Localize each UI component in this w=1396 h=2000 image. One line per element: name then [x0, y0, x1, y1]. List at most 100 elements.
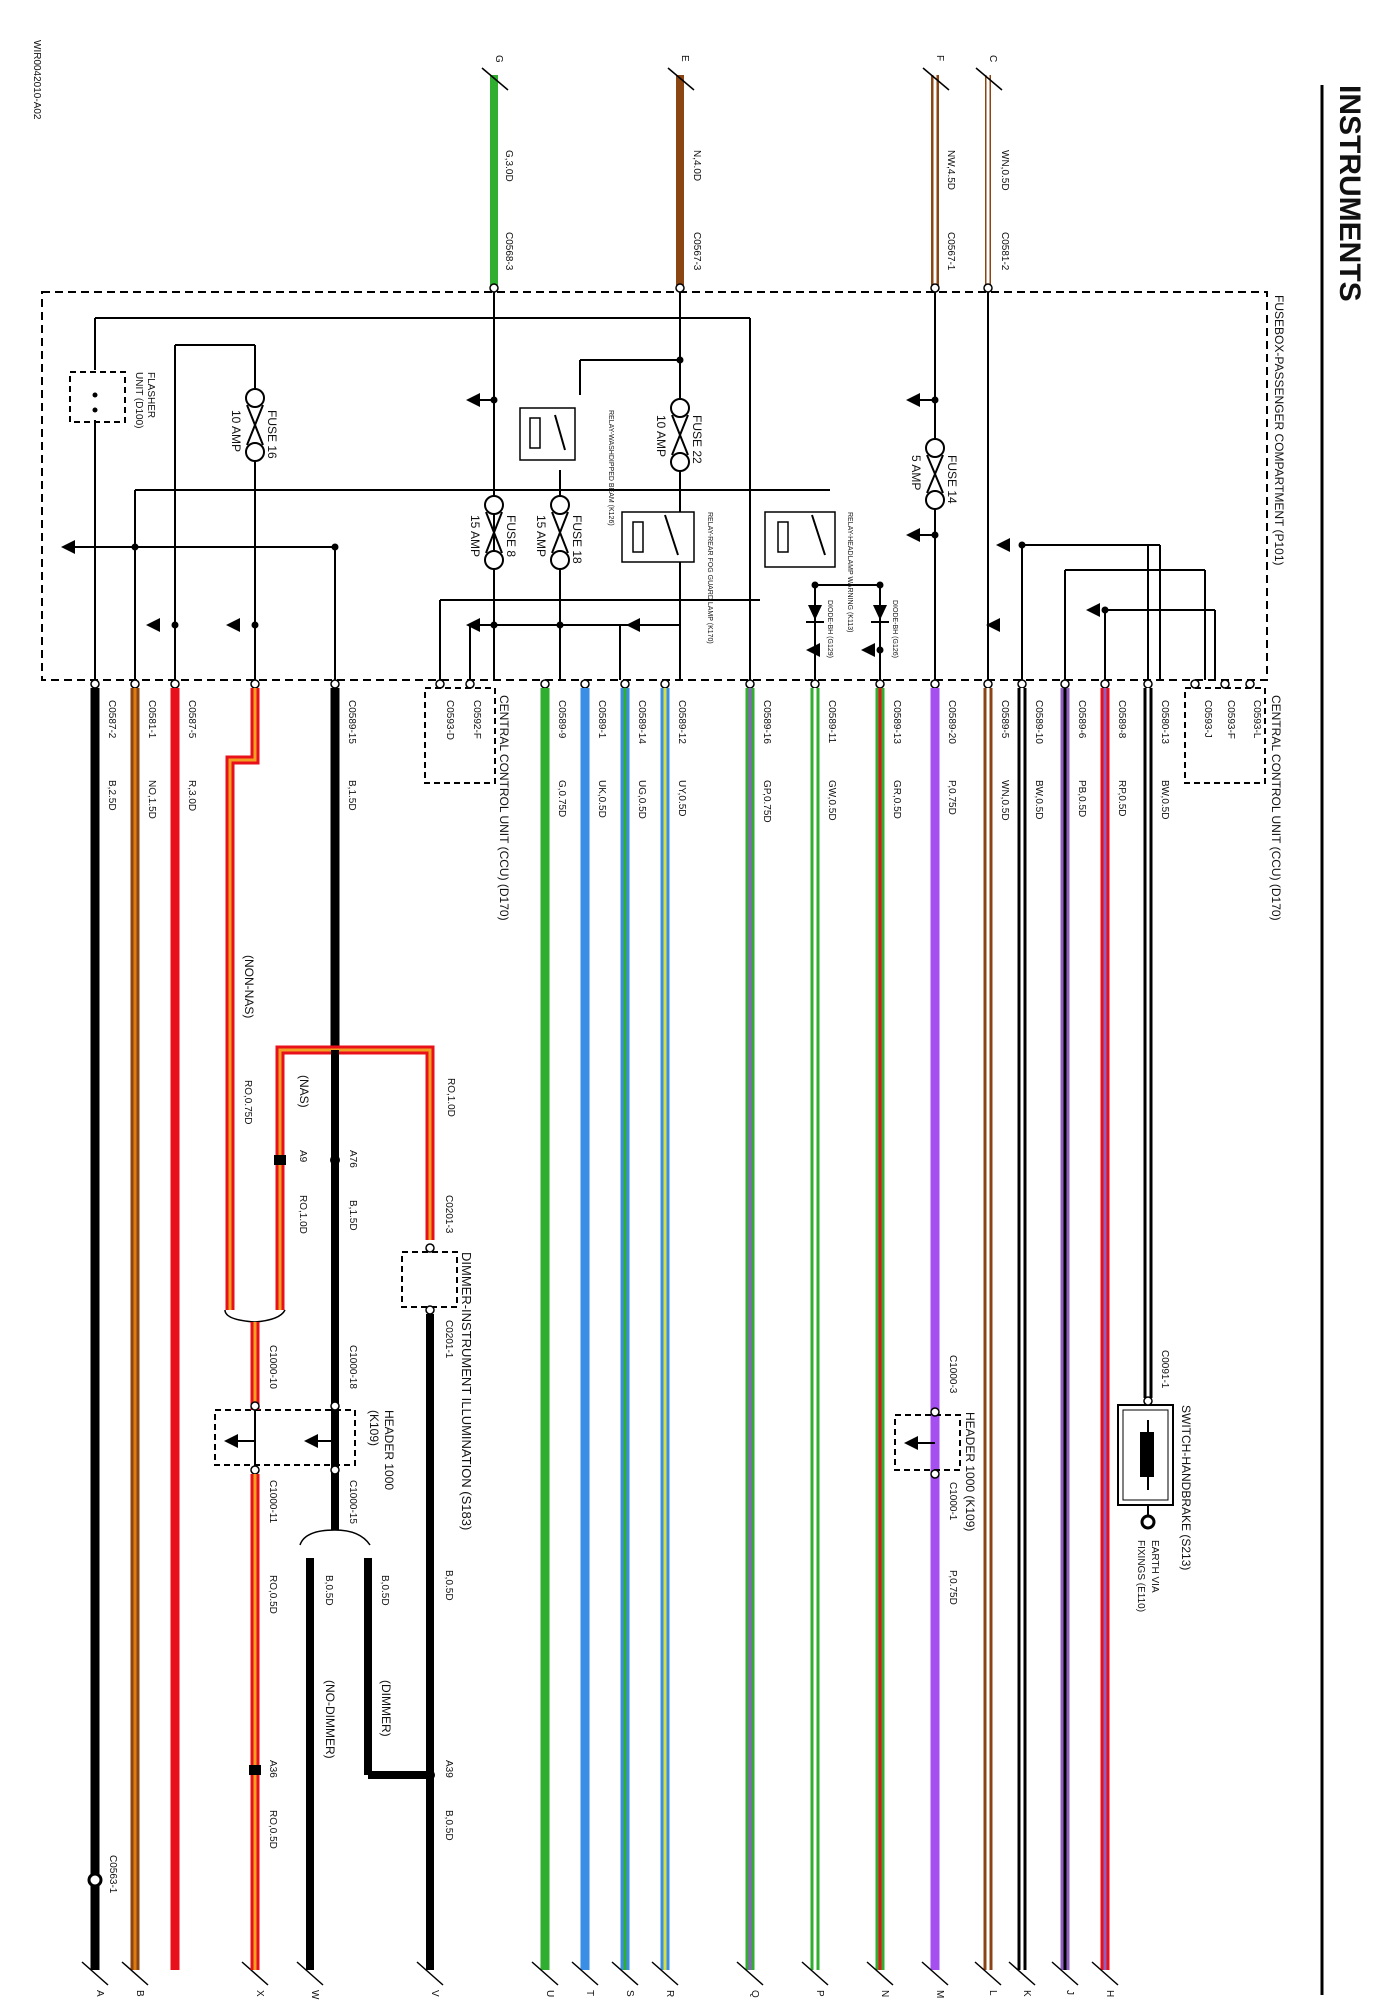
svg-text:15 AMP: 15 AMP: [534, 515, 548, 557]
wire-spec-label: GR,0.5D: [891, 780, 902, 819]
diode-g129: DIODE-BH (G126): [871, 600, 898, 658]
wire-conn-label: C0589-13: [891, 700, 902, 744]
svg-text:C0567-3: C0567-3: [691, 232, 702, 271]
wire-end-letter: H: [1104, 1990, 1115, 1997]
wire-end-tick: [571, 1961, 599, 1986]
wire-end-tick: [921, 1961, 949, 1986]
wire-spec-label: RP,0.5D: [1116, 780, 1127, 817]
wire-A: C0587-2B,2.5D: [90, 688, 117, 1970]
svg-text:A9: A9: [297, 1150, 308, 1163]
wire-conn-label: C0581-1: [146, 700, 157, 739]
wire-spec-label: BW,0.5D: [1159, 780, 1170, 819]
wire-end-letter: P: [814, 1990, 825, 1997]
svg-text:C0593-D: C0593-D: [444, 700, 455, 740]
svg-text:FLASHER: FLASHER: [145, 372, 156, 418]
wire-V: C0589-15B,1.5D: [330, 688, 357, 1050]
ground-arrows: [61, 393, 1100, 657]
header-1000-right: HEADER 1000 (K109) C1000-3 C1000-1 P,0.7…: [894, 1355, 977, 1605]
wire-spec-label: PB,0.5D: [1076, 780, 1087, 817]
wire-spec-label: GW,0.5D: [826, 780, 837, 821]
svg-text:10 AMP: 10 AMP: [229, 410, 243, 452]
wire-spec-label: R,3.0D: [186, 780, 197, 811]
wire-U: C0589-9G,0.75D: [540, 688, 567, 1970]
wire-spec-label: GP,0.75D: [761, 780, 772, 823]
nas-branch: (NON-NAS) RO,0.75D (NAS) RO,1.0D RO,1.0D…: [224, 688, 456, 1345]
doc-code: WIR0042010-A02: [31, 40, 42, 120]
svg-text:C0563-1: C0563-1: [107, 1855, 118, 1894]
wire-end-letter: K: [1021, 1990, 1032, 1997]
svg-text:C: C: [987, 55, 998, 62]
wire-M: C0589-20P,0.75D: [930, 688, 957, 1970]
svg-text:P,0.75D: P,0.75D: [947, 1570, 958, 1605]
svg-text:C0091-1: C0091-1: [1159, 1350, 1170, 1389]
wire-spec-label: BW,0.5D: [1033, 780, 1044, 819]
svg-text:A36: A36: [267, 1760, 278, 1778]
svg-text:RELAY-WASHDIPPED BEAM (K126): RELAY-WASHDIPPED BEAM (K126): [607, 410, 614, 526]
flasher-unit: FLASHER UNIT (D100): [69, 371, 156, 429]
svg-text:FUSE 16: FUSE 16: [265, 410, 279, 459]
wire-end-letter: Q: [749, 1990, 760, 1998]
wire-conn-label: C0589-20: [946, 700, 957, 744]
svg-text:N,4.0D: N,4.0D: [691, 150, 702, 181]
svg-text:C0593-J: C0593-J: [1202, 700, 1213, 738]
svg-text:C1000-11: C1000-11: [267, 1480, 278, 1524]
svg-text:NW,4.5D: NW,4.5D: [945, 150, 956, 190]
svg-text:C1000-10: C1000-10: [267, 1345, 278, 1389]
svg-text:G: G: [493, 55, 504, 63]
svg-text:C1000-15: C1000-15: [347, 1480, 358, 1524]
svg-text:C1000-3: C1000-3: [947, 1355, 958, 1394]
wire-end-tick: [296, 1961, 324, 1986]
svg-text:C1000-1: C1000-1: [947, 1482, 958, 1521]
relay-washdipped-beam: RELAY-WASHDIPPED BEAM (K126): [519, 407, 614, 526]
wire-end-letter: B: [134, 1990, 145, 1997]
svg-text:C0581-2: C0581-2: [999, 232, 1010, 271]
top-wire-E: E N,4.0D C0567-3: [667, 55, 702, 285]
wire-end-tick: [531, 1961, 559, 1986]
svg-text:(NO-DIMMER): (NO-DIMMER): [323, 1680, 337, 1759]
svg-text:5 AMP: 5 AMP: [909, 455, 923, 490]
svg-text:RO,0.75D: RO,0.75D: [242, 1080, 253, 1124]
wire-end-tick: [736, 1961, 764, 1986]
wire-conn-label: C0587-2: [106, 700, 117, 739]
svg-text:(NON-NAS): (NON-NAS): [242, 955, 256, 1018]
dimmer-switch: DIMMER-INSTRUMENT ILLUMINATION (S183) C0…: [401, 1195, 474, 1970]
wire-conn-label: C0587-5: [186, 700, 197, 739]
wire-end-tick: [801, 1961, 829, 1986]
top-wire-G: G G,3.0D C0568-3: [481, 55, 514, 285]
wire-end-letter: V: [429, 1990, 440, 1997]
fuse-8: FUSE 8 15 AMP: [468, 495, 518, 570]
relay-headlamp-warning: RELAY-HEADLAMP WARNING (K113): [764, 511, 853, 632]
svg-text:F: F: [934, 55, 945, 61]
svg-text:C0567-1: C0567-1: [945, 232, 956, 271]
wire-end-letter: T: [584, 1990, 595, 1996]
wire-end-letter: U: [544, 1990, 555, 1997]
relay-rear-fog: RELAY-REAR FOG GUARD LAMP (K170): [621, 511, 713, 644]
svg-text:FUSE 14: FUSE 14: [945, 455, 959, 504]
fusebox-label: FUSEBOX-PASSENGER COMPARTMENT (P101): [1272, 295, 1286, 566]
svg-text:RO,0.5D: RO,0.5D: [267, 1810, 278, 1849]
svg-text:RELAY-REAR FOG GUARD LAMP (K17: RELAY-REAR FOG GUARD LAMP (K170): [706, 512, 713, 644]
svg-text:C1000-18: C1000-18: [347, 1345, 358, 1389]
wire-L: C0589-5WN,0.5D: [983, 688, 1010, 1970]
svg-text:B,0.5D: B,0.5D: [443, 1570, 454, 1601]
wire-end-tick: [651, 1961, 679, 1986]
svg-text:HEADER 1000: HEADER 1000: [382, 1410, 396, 1490]
fusebox-outline: [41, 291, 1268, 681]
svg-text:UNIT (D100): UNIT (D100): [133, 372, 144, 429]
svg-text:RELAY-HEADLAMP WARNING (K113): RELAY-HEADLAMP WARNING (K113): [846, 512, 853, 632]
wire-spec-label: G,0.75D: [556, 780, 567, 817]
ground-c0563: C0563-1: [87, 1855, 118, 1894]
wire-end-tick: [866, 1961, 894, 1986]
wire-end-letter: S: [624, 1990, 635, 1997]
wire-end-tick: [241, 1961, 269, 1986]
wire-conn-label: C0589-11: [826, 700, 837, 744]
ccu-right-box: C0593-J C0593-F C0593-L CENTRAL CONTROL …: [1184, 687, 1283, 921]
wire-end-letter: X: [254, 1990, 265, 1997]
wire-conn-label: C0589-16: [761, 700, 772, 744]
svg-text:B,0.5D: B,0.5D: [323, 1575, 334, 1606]
wire-T: C0589-1UK,0.5D: [580, 688, 607, 1970]
wire-end-letter: J: [1064, 1990, 1075, 1995]
